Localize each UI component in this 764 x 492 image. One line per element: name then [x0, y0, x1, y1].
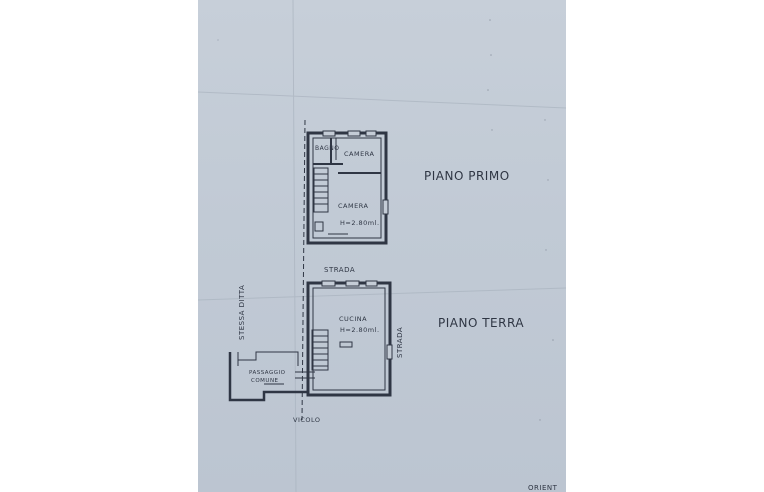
paper-creases: [198, 0, 566, 492]
label-orient: ORIENT: [528, 484, 558, 492]
label-strada-side: STRADA: [396, 327, 404, 358]
passage-annex-plan: [228, 351, 308, 402]
label-vicolo: VICOLO: [293, 416, 321, 424]
label-piano-primo: PIANO PRIMO: [424, 169, 510, 183]
floor-plan-drawing: BAGNO CAMERA CAMERA H=2.80ml. PIANO PRIM…: [198, 0, 566, 492]
label-passaggio: PASSAGGIO: [249, 370, 286, 376]
label-strada-top: STRADA: [324, 266, 355, 274]
upper-floor-plan: [306, 130, 389, 245]
floor-plan-sheet: BAGNO CAMERA CAMERA H=2.80ml. PIANO PRIM…: [198, 0, 566, 492]
label-comune: COMUNE: [251, 378, 279, 384]
label-piano-terra: PIANO TERRA: [438, 316, 524, 330]
label-cucina: CUCINA: [339, 315, 367, 323]
property-boundary-line: [301, 119, 306, 421]
label-height-upper: H=2.80ml.: [340, 219, 380, 227]
label-camera-small: CAMERA: [344, 150, 374, 158]
label-height-lower: H=2.80ml.: [340, 326, 380, 334]
label-camera-large: CAMERA: [338, 202, 368, 210]
paper-speckles: [217, 19, 554, 421]
label-bagno: BAGNO: [315, 145, 339, 152]
label-stessa-ditta: STESSA DITTA: [238, 285, 246, 340]
ground-floor-plan: [295, 280, 393, 397]
